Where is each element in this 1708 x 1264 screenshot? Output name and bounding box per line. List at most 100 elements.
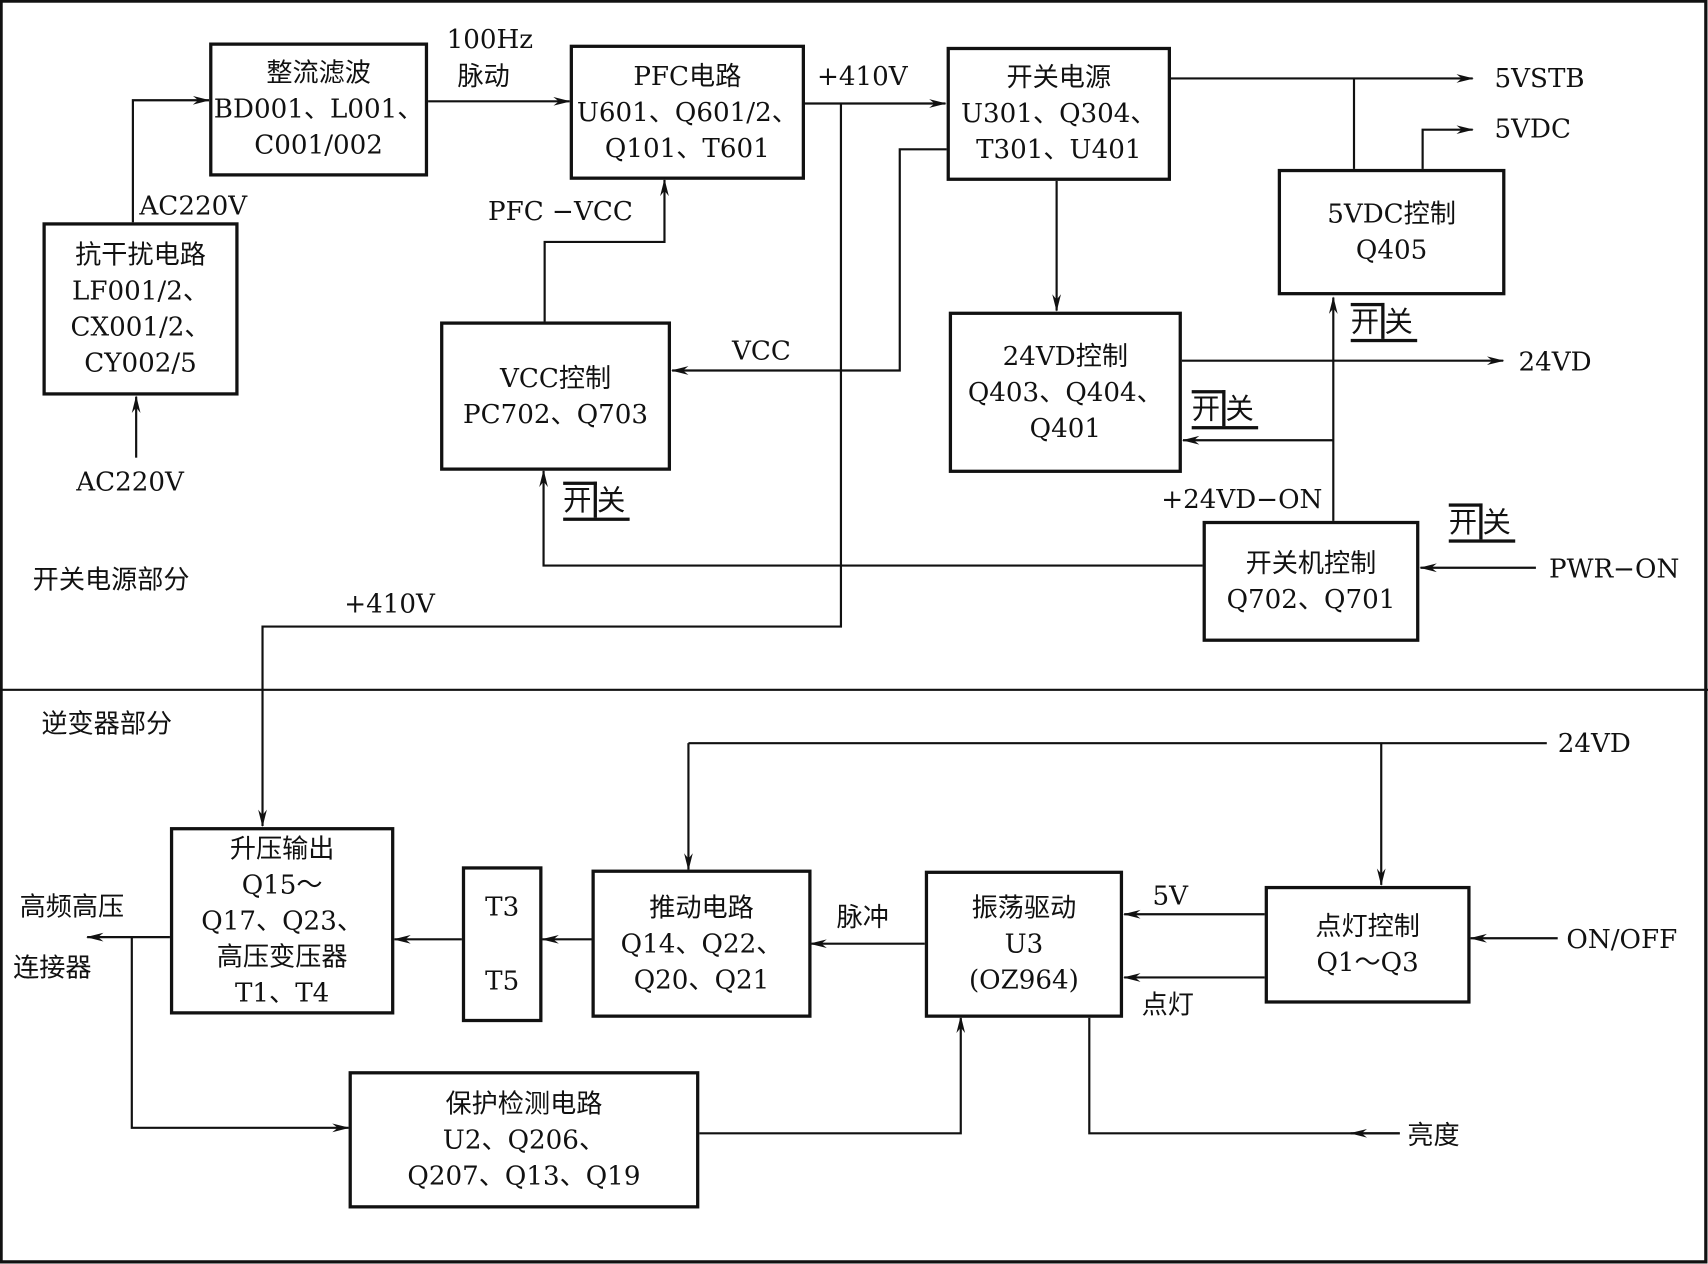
label-ac-mid: AC220V [139, 190, 248, 222]
box-line: Q401 [1029, 412, 1101, 443]
switch-mark-close: 关 [1225, 393, 1254, 427]
label-5vstb: 5VSTB [1494, 63, 1585, 94]
label-410v-bottom: +410V [344, 588, 435, 619]
transformer-box: T3 T5 [461, 866, 543, 1023]
section-label-power: 开关电源部分 [32, 564, 190, 595]
label-pulse: 脉冲 [836, 902, 889, 933]
boost-output-box: 升压输出 Q15～ Q17、Q23、 高压变压器 T1、T4 [169, 827, 395, 1015]
label-5v: 5V [1152, 880, 1189, 911]
switch-mark-open: 开 [1350, 302, 1385, 339]
label-on-off: ON/OFF [1566, 924, 1678, 955]
wire-410v-down [258, 103, 843, 828]
box-line: PFC电路 [633, 60, 742, 91]
wire-vcc [671, 148, 948, 375]
label-24vd-on: +24VD−ON [1161, 483, 1323, 515]
box-line: Q403、Q404、 [967, 376, 1163, 408]
switch-mark-open: 开 [1448, 503, 1483, 540]
box-line: 抗干扰电路 [75, 239, 206, 270]
switch-mark-close: 关 [1384, 306, 1413, 339]
box-line: (OZ964) [968, 964, 1079, 995]
box-line: 5VDC控制 [1327, 198, 1456, 229]
box-line: 开关机控制 [1245, 547, 1377, 579]
power-onoff-control-box: 开关机控制 Q702、Q701 [1202, 520, 1420, 642]
switch-mark-close: 关 [596, 484, 626, 518]
box-line: 点灯控制 [1315, 910, 1420, 942]
box-line: BD001、L001、 [213, 93, 424, 125]
switch-mark-24vd: 开关 [1191, 390, 1259, 430]
label-lamp: 点灯 [1141, 989, 1194, 1020]
label-ac-in: AC220V [76, 466, 184, 497]
box-line: C001/002 [254, 129, 383, 161]
box-line: LF001/2、 [72, 275, 210, 306]
box-line: Q17、Q23、 [201, 904, 363, 936]
box-line: Q101、T601 [604, 132, 770, 163]
label-vcc: VCC [732, 335, 791, 367]
switch-mark-close: 关 [1482, 506, 1511, 540]
box-line: 推动电路 [649, 891, 754, 923]
label-pwr-on: PWR−ON [1548, 553, 1680, 585]
emi-filter-box: 抗干扰电路 LF001/2、 CX001/2、 CY002/5 [42, 222, 239, 396]
label-410v-top: +410V [816, 61, 908, 92]
box-line: 整流滤波 [266, 57, 371, 89]
switch-mark-open: 开 [563, 481, 597, 518]
box-line: 振荡驱动 [971, 892, 1077, 923]
box-line: 升压输出 [229, 833, 335, 864]
box-line: Q702、Q701 [1226, 583, 1396, 615]
section-label-inverter: 逆变器部分 [41, 708, 173, 739]
box-line: T3 [485, 891, 520, 922]
driver-box: 推动电路 Q14、Q22、 Q20、Q21 [591, 869, 812, 1018]
5vdc-control-box: 5VDC控制 Q405 [1277, 168, 1506, 296]
wire-brightness [1088, 1016, 1400, 1135]
oscillator-box: 振荡驱动 U3 (OZ964) [924, 870, 1124, 1018]
label-hv-output: 高频高压 [19, 891, 125, 922]
box-line: T301、U401 [976, 134, 1142, 165]
box-line: U3 [1004, 928, 1044, 959]
box-line: U601、Q601/2、 [576, 96, 798, 127]
label-24vd-in: 24VD [1557, 727, 1631, 759]
box-line: Q14、Q22、 [620, 927, 783, 959]
pfc-box: PFC电路 U601、Q601/2、 Q101、T601 [569, 44, 805, 180]
box-line: T1、T4 [234, 976, 330, 1008]
wire-hv-prot [130, 937, 350, 1133]
wire-5vdc [1421, 125, 1474, 170]
wire-emi-rect [131, 95, 211, 224]
label-connector: 连接器 [13, 952, 92, 983]
switch-mark-pwr: 开关 [1448, 503, 1516, 543]
smps-box: 开关电源 U301、Q304、 T301、U401 [946, 46, 1171, 181]
box-line: Q15～ [241, 869, 323, 900]
wire-prot-osc [698, 1015, 966, 1135]
box-line: U2、Q206、 [442, 1124, 606, 1155]
label-5vdc: 5VDC [1494, 113, 1572, 144]
24vd-control-box: 24VD控制 Q403、Q404、 Q401 [948, 311, 1182, 473]
box-line: T5 [485, 965, 520, 997]
box-line: VCC控制 [499, 362, 612, 393]
box-line: Q207、Q13、Q19 [407, 1159, 641, 1191]
box-line: 保护检测电路 [445, 1088, 603, 1119]
box-line: 开关电源 [1006, 62, 1112, 93]
box-line: U301、Q304、 [961, 98, 1157, 129]
wire-pfc-vcc [543, 178, 669, 322]
box-line: PC702、Q703 [463, 398, 649, 429]
box-line: Q20、Q21 [633, 963, 770, 995]
label-pfc-vcc: PFC −VCC [488, 196, 633, 227]
box-line: Q1～Q3 [1316, 946, 1419, 978]
box-line: 24VD控制 [1002, 340, 1129, 372]
box-line: 高压变压器 [216, 940, 348, 972]
protection-detect-box: 保护检测电路 U2、Q206、 Q207、Q13、Q19 [348, 1071, 700, 1209]
label-brightness: 亮度 [1407, 1120, 1460, 1151]
label-100hz: 100Hz [446, 23, 534, 55]
box-line: CY002/5 [84, 347, 197, 378]
wire-pwr-vcc [539, 469, 1204, 567]
box-line: CX001/2、 [70, 311, 211, 342]
switch-mark-5vdc: 开关 [1350, 302, 1418, 343]
rectifier-box: 整流滤波 BD001、L001、 C001/002 [209, 42, 429, 177]
switch-mark-open: 开 [1191, 390, 1226, 427]
vcc-control-box: VCC控制 PC702、Q703 [440, 321, 672, 471]
label-24vd-out: 24VD [1518, 346, 1592, 378]
box-line: Q405 [1355, 234, 1428, 265]
lamp-control-box: 点灯控制 Q1～Q3 [1264, 885, 1471, 1004]
label-pulsating: 脉动 [457, 61, 510, 92]
